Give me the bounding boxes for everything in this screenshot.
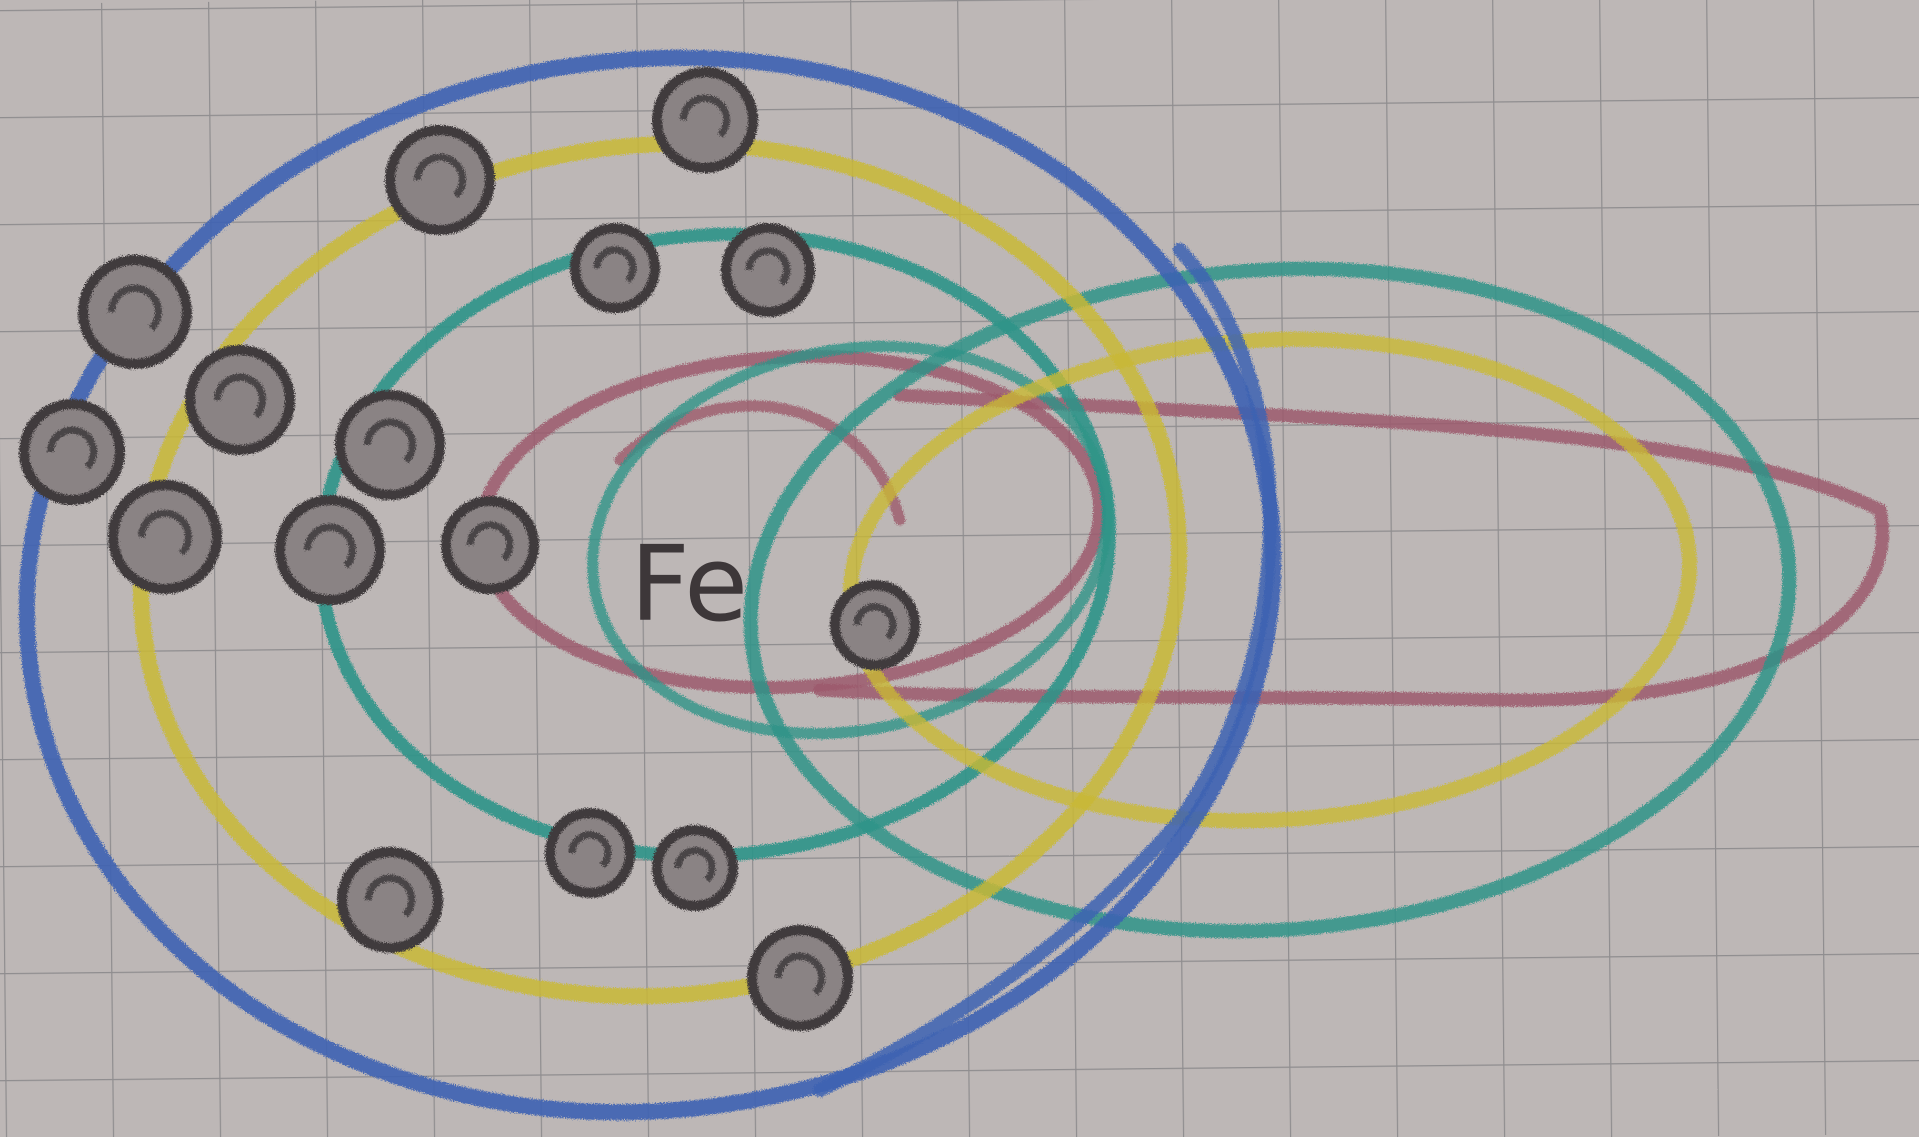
electron-ring — [657, 72, 753, 168]
electron-circle-icon — [835, 585, 915, 665]
electron-circle-icon — [24, 404, 120, 500]
electron-ring — [342, 852, 438, 948]
electron-circle-icon — [83, 260, 187, 364]
electron-ring — [657, 830, 733, 906]
electron-circle-icon — [113, 485, 217, 589]
electron-ring — [550, 813, 630, 893]
electron-ring — [340, 395, 440, 495]
electron-circle-icon — [657, 72, 753, 168]
electron-circle-icon — [342, 852, 438, 948]
electron-circle-icon — [550, 813, 630, 893]
electron-ring — [390, 130, 490, 230]
electron-ring — [575, 228, 655, 308]
electron-circle-icon — [280, 500, 380, 600]
electron-circle-icon — [190, 350, 290, 450]
electron-ring — [835, 585, 915, 665]
electron-circle-icon — [446, 501, 534, 589]
electron-circle-icon — [390, 130, 490, 230]
electron-circle-icon — [340, 395, 440, 495]
nucleus-label: Fe — [630, 523, 748, 645]
electron-ring — [280, 500, 380, 600]
nucleus: Fe — [630, 523, 748, 645]
electron-ring — [83, 260, 187, 364]
electron-ring — [24, 404, 120, 500]
electron-ring — [446, 501, 534, 589]
electron-ring — [726, 228, 810, 312]
electron-circle-icon — [726, 228, 810, 312]
electron-ring — [113, 485, 217, 589]
electron-circle-icon — [575, 228, 655, 308]
electron-ring — [190, 350, 290, 450]
electron-circle-icon — [657, 830, 733, 906]
electron-ring — [752, 930, 848, 1026]
electron-circle-icon — [752, 930, 848, 1026]
